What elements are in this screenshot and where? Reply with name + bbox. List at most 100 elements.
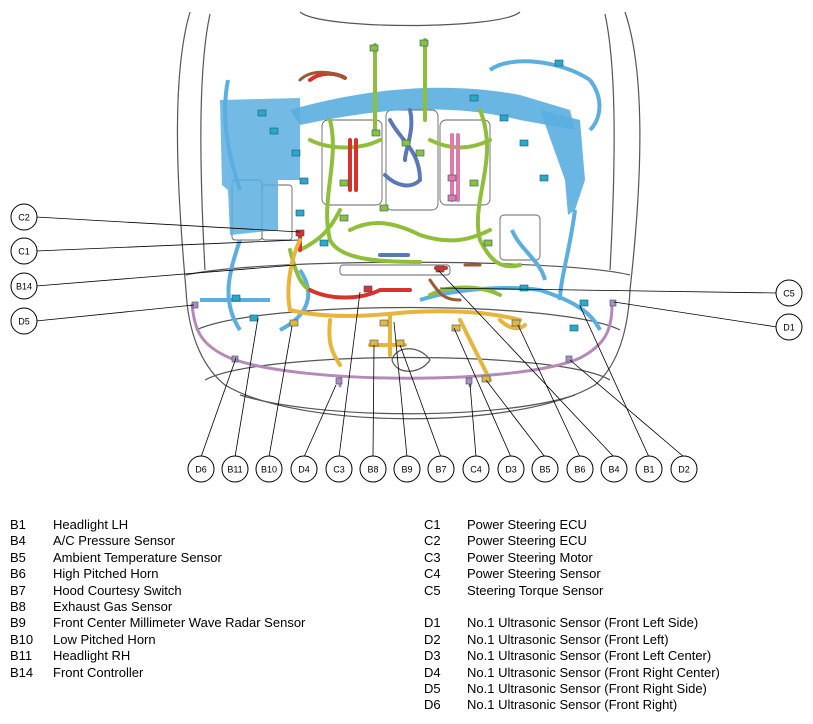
harness-pink — [450, 133, 460, 202]
legend-name: Power Steering Motor — [467, 549, 593, 565]
legend-code: D4 — [424, 664, 441, 680]
callouts-left: C2 C1 B14 D5 — [10, 203, 38, 335]
svg-text:D6: D6 — [195, 465, 207, 475]
callout-b5: B5 — [531, 455, 559, 483]
harness-navy — [378, 108, 423, 257]
svg-text:D5: D5 — [18, 317, 30, 327]
svg-text:C1: C1 — [18, 247, 30, 257]
callout-b1: B1 — [635, 455, 663, 483]
legend-item: C2 Power Steering ECU — [424, 533, 720, 549]
legend-item: B4 A/C Pressure Sensor — [10, 533, 305, 549]
legend-code: B5 — [10, 549, 26, 565]
legend-code: C4 — [424, 566, 441, 582]
harness-brown — [298, 70, 482, 302]
svg-text:B10: B10 — [261, 465, 277, 475]
callout-b4: B4 — [600, 455, 628, 483]
svg-text:D3: D3 — [505, 465, 517, 475]
legend-code: C3 — [424, 549, 441, 565]
legend-name: Front Controller — [53, 664, 144, 680]
callout-c4: C4 — [462, 455, 490, 483]
callout-c2: C2 — [10, 203, 38, 231]
svg-text:C4: C4 — [470, 465, 482, 475]
svg-text:B5: B5 — [539, 465, 550, 475]
legend-item: B11 Headlight RH — [10, 648, 305, 664]
legend-code: B8 — [10, 599, 26, 615]
harness-diagram: C2 C1 B14 D5 C5 D1 D6 B11 B10 D4 C3 — [10, 11, 803, 483]
legend-code: B4 — [10, 533, 26, 549]
svg-text:B14: B14 — [16, 282, 32, 292]
legend-code: D2 — [424, 631, 441, 647]
callout-b8: B8 — [359, 455, 387, 483]
legend-item: B7 Hood Courtesy Switch — [10, 583, 305, 599]
legend-item: B9 Front Center Millimeter Wave Radar Sen… — [10, 615, 305, 631]
callout-d6: D6 — [187, 455, 215, 483]
legend-name: High Pitched Horn — [53, 566, 159, 582]
legend-item: B14 Front Controller — [10, 665, 305, 681]
callout-b6: B6 — [566, 455, 594, 483]
legend-name: Power Steering ECU — [467, 517, 587, 532]
legend-name: Headlight RH — [53, 648, 131, 664]
legend-code: B9 — [10, 615, 26, 631]
legend-item: B5 Ambient Temperature Sensor — [10, 550, 305, 566]
svg-text:B6: B6 — [574, 465, 585, 475]
callout-d5: D5 — [10, 307, 38, 335]
harness-green — [288, 38, 522, 297]
svg-text:D2: D2 — [678, 465, 690, 475]
legend-name: Front Center Millimeter Wave Radar Senso… — [53, 615, 306, 631]
legend-code: C5 — [424, 582, 441, 598]
legend-b-list: B1 Headlight LH B4 A/C Pressure Sensor B5 A… — [10, 517, 305, 681]
svg-text:D4: D4 — [298, 465, 310, 475]
svg-text:C2: C2 — [18, 213, 30, 223]
legend-code: B11 — [10, 648, 33, 664]
legend-code: B7 — [10, 582, 26, 598]
legend-name: No.1 Ultrasonic Sensor (Front Right Side… — [467, 681, 707, 697]
legend-item: B6 High Pitched Horn — [10, 566, 305, 582]
svg-text:D1: D1 — [783, 323, 795, 333]
svg-text:B11: B11 — [227, 465, 242, 475]
legend-code: D6 — [424, 697, 441, 713]
callout-b11: B11 — [221, 455, 249, 483]
legend-code: D1 — [424, 615, 441, 631]
legend-name: Ambient Temperature Sensor — [53, 549, 222, 565]
legend-code: B1 — [10, 517, 26, 532]
svg-text:B4: B4 — [608, 465, 619, 475]
legend-name: Exhaust Gas Sensor — [53, 599, 173, 615]
svg-text:C3: C3 — [333, 465, 345, 475]
svg-text:B7: B7 — [435, 465, 446, 475]
legend-name: Power Steering ECU — [467, 533, 587, 549]
legend-name: No.1 Ultrasonic Sensor (Front Right) — [467, 697, 678, 713]
callout-c1: C1 — [10, 237, 38, 265]
legend-name: Steering Torque Sensor — [467, 582, 604, 598]
legend-code: D3 — [424, 648, 441, 664]
callout-b7: B7 — [427, 455, 455, 483]
legend-item: B1 Headlight LH — [10, 517, 305, 533]
legend-name: A/C Pressure Sensor — [53, 533, 176, 549]
legend-name: Power Steering Sensor — [467, 566, 601, 582]
legend-name: No.1 Ultrasonic Sensor (Front Left) — [467, 631, 669, 647]
legend-item: B8 Exhaust Gas Sensor — [10, 599, 305, 615]
legend-item: C3 Power Steering Motor — [424, 550, 720, 566]
legend-name: No.1 Ultrasonic Sensor (Front Left Side) — [467, 615, 699, 631]
legend-name: No.1 Ultrasonic Sensor (Front Right Cent… — [467, 664, 720, 680]
legend-item: C4 Power Steering Sensor — [424, 566, 720, 582]
callout-d1: D1 — [775, 313, 803, 341]
legend-name: Hood Courtesy Switch — [53, 582, 182, 598]
legend-code: B10 — [10, 631, 34, 647]
legend-item: D4 No.1 Ultrasonic Sensor (Front Right Ce… — [424, 665, 720, 681]
legend-item: D1 No.1 Ultrasonic Sensor (Front Left Sid… — [424, 615, 720, 631]
svg-text:B9: B9 — [401, 465, 412, 475]
legend-code: C2 — [424, 533, 441, 549]
legend-code: B14 — [10, 664, 34, 680]
callouts-right: C5 D1 — [775, 279, 803, 341]
callout-d3: D3 — [497, 455, 525, 483]
legend-item: D2 No.1 Ultrasonic Sensor (Front Left) — [424, 632, 720, 648]
leader-lines — [35, 216, 778, 458]
legend-code: B6 — [10, 566, 26, 582]
callout-d4: D4 — [290, 455, 318, 483]
callout-d2: D2 — [670, 455, 698, 483]
legend-name: Headlight LH — [53, 517, 129, 532]
